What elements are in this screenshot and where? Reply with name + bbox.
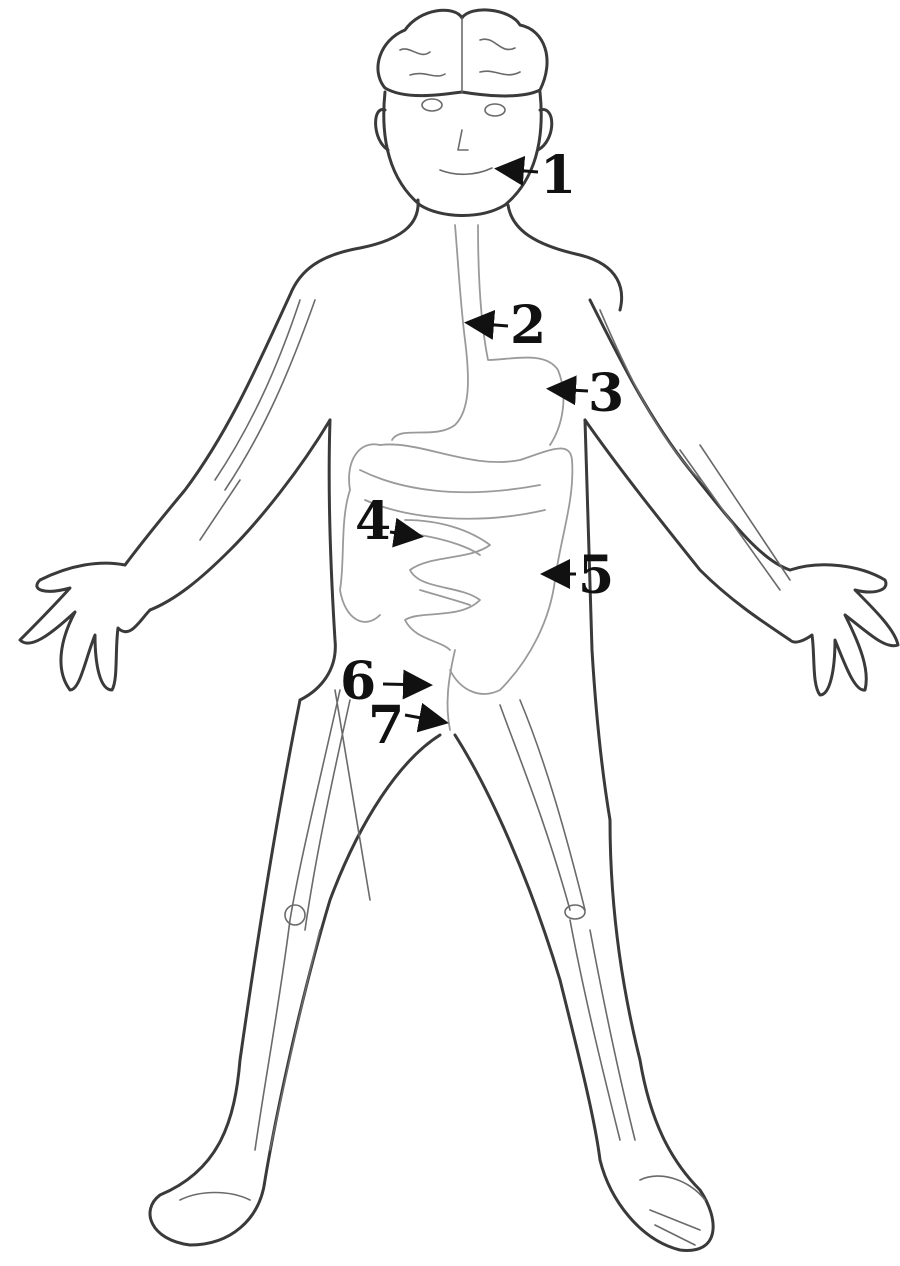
label-4: 4	[355, 496, 391, 548]
arrow-2	[470, 323, 508, 326]
label-7: 7	[368, 700, 404, 752]
pointer-arrows	[383, 169, 588, 722]
arrow-7	[405, 715, 443, 722]
label-1: 1	[540, 150, 576, 202]
label-2: 2	[510, 300, 546, 352]
legs-drawing	[150, 690, 713, 1250]
label-5: 5	[578, 550, 614, 602]
label-3: 3	[588, 368, 624, 420]
head-drawing	[376, 92, 552, 216]
arrow-4	[390, 532, 418, 536]
arrow-6	[383, 684, 427, 685]
arrow-3	[552, 389, 588, 391]
brain-drawing	[378, 10, 547, 96]
body-outline	[20, 200, 898, 820]
